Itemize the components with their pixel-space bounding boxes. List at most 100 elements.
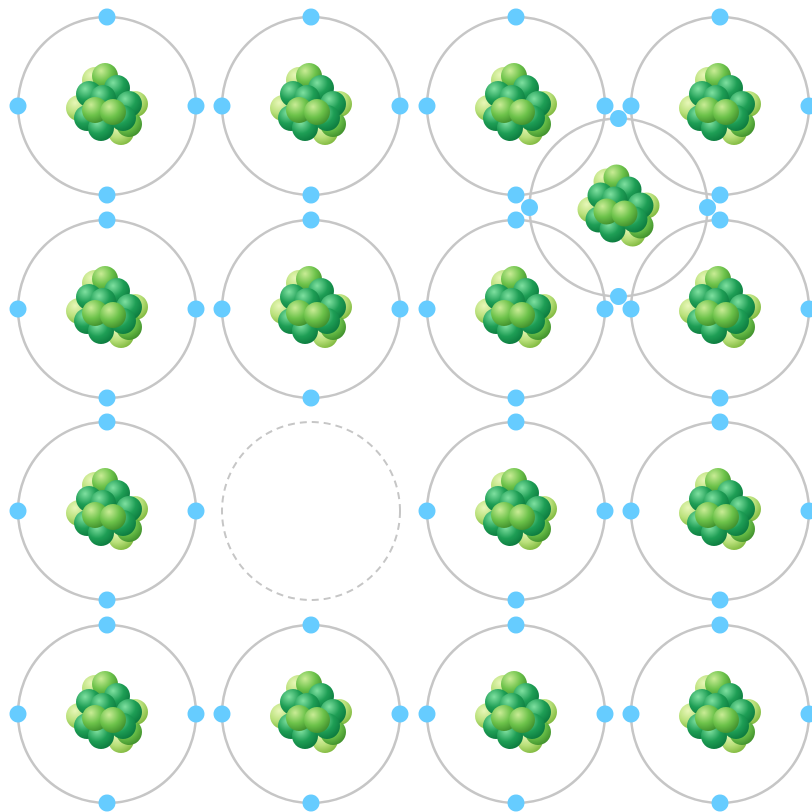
atom [214,9,409,204]
nucleon [304,302,330,328]
atom [419,9,614,204]
nucleus [475,63,557,145]
nucleon [100,302,126,328]
nucleon [713,302,739,328]
electron [99,617,116,634]
electron [623,98,640,115]
electron [508,9,525,26]
nucleus [66,266,148,348]
electron [99,9,116,26]
electron [712,617,729,634]
nucleon [100,99,126,125]
electron [623,503,640,520]
nucleon [713,504,739,530]
electron [303,9,320,26]
nucleon [509,504,535,530]
electron [10,706,27,723]
electron [521,199,538,216]
atom [623,617,812,812]
nucleus [270,671,352,753]
electron [188,301,205,318]
electron [712,187,729,204]
electron [99,795,116,812]
electron [188,98,205,115]
electron [419,98,436,115]
electron [623,301,640,318]
electron [610,288,627,305]
atom [10,414,205,609]
vacancy-site [222,422,400,600]
nucleus [475,671,557,753]
electron [419,503,436,520]
electron [303,795,320,812]
electron [188,706,205,723]
atom [623,212,812,407]
atom [623,414,812,609]
electron [712,592,729,609]
electron [597,706,614,723]
electron [392,301,409,318]
atom [419,414,614,609]
interstitial-atom [521,110,716,305]
electron [99,187,116,204]
nucleon [100,504,126,530]
electron [699,199,716,216]
nucleon [304,99,330,125]
nucleus [66,63,148,145]
electron [392,98,409,115]
electron [508,795,525,812]
electron [10,503,27,520]
electron [214,301,231,318]
electron [508,390,525,407]
nucleon [509,707,535,733]
nucleon [509,99,535,125]
electron [303,617,320,634]
nucleus [66,468,148,550]
electron [10,301,27,318]
nucleon [713,707,739,733]
nucleus [679,468,761,550]
electron [801,98,812,115]
electron [508,592,525,609]
electron [712,390,729,407]
electron [303,187,320,204]
electron [99,592,116,609]
electron [597,98,614,115]
electron [801,503,812,520]
electron [303,390,320,407]
electron [801,706,812,723]
electron [99,390,116,407]
atom [419,617,614,812]
electron [99,212,116,229]
electron [712,9,729,26]
electron [610,110,627,127]
electron [508,414,525,431]
electron [10,98,27,115]
nucleus [66,671,148,753]
electron [303,212,320,229]
atom-grid [10,9,812,812]
electron [712,795,729,812]
electron [508,212,525,229]
atom [214,212,409,407]
nucleus [679,266,761,348]
electron [392,706,409,723]
electron [508,617,525,634]
nucleon [713,99,739,125]
electron [99,414,116,431]
electron [188,503,205,520]
electron [508,187,525,204]
electron [712,414,729,431]
nucleon [100,707,126,733]
atom [623,9,812,204]
electron [214,706,231,723]
electron [623,706,640,723]
electron [214,98,231,115]
nucleus [679,63,761,145]
electron [597,503,614,520]
electron [419,706,436,723]
atom [214,617,409,812]
vacancy-outline [222,422,400,600]
electron [597,301,614,318]
